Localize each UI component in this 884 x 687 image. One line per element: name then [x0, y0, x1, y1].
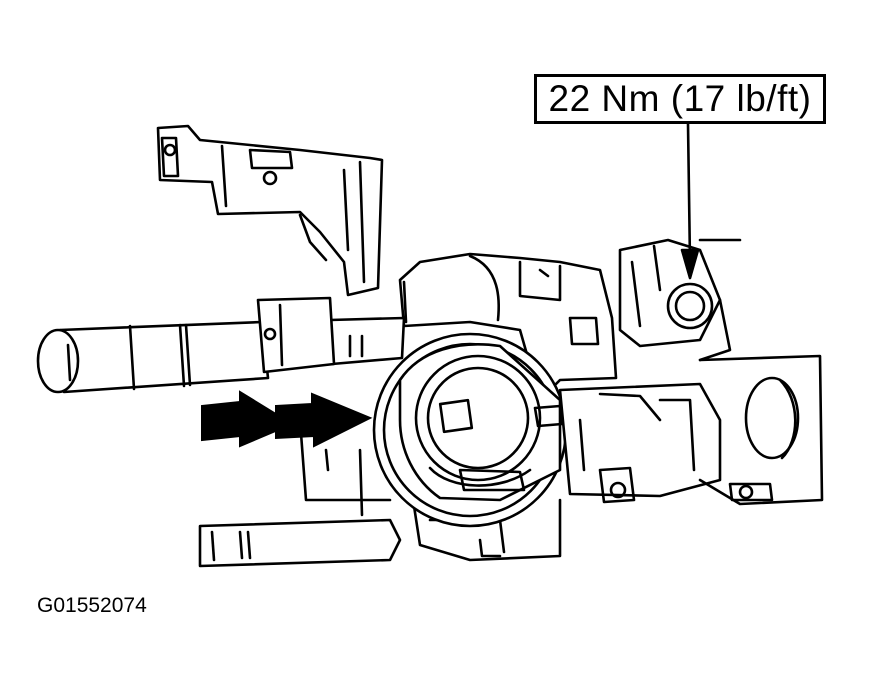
upper-bracket	[156, 124, 384, 297]
lower-bracket	[198, 418, 562, 568]
torque-callout: 22 Nm (17 lb/ft)	[534, 74, 826, 124]
callout-leader	[680, 122, 700, 280]
torque-spec-label: 22 Nm (17 lb/ft)	[548, 78, 812, 119]
column-housing	[256, 252, 618, 402]
figure-id: G01552074	[37, 594, 147, 617]
lock-cylinder-assembly	[372, 332, 568, 528]
direction-arrow-icon	[201, 390, 373, 448]
right-mount	[558, 238, 824, 506]
steering-shaft	[36, 320, 270, 394]
